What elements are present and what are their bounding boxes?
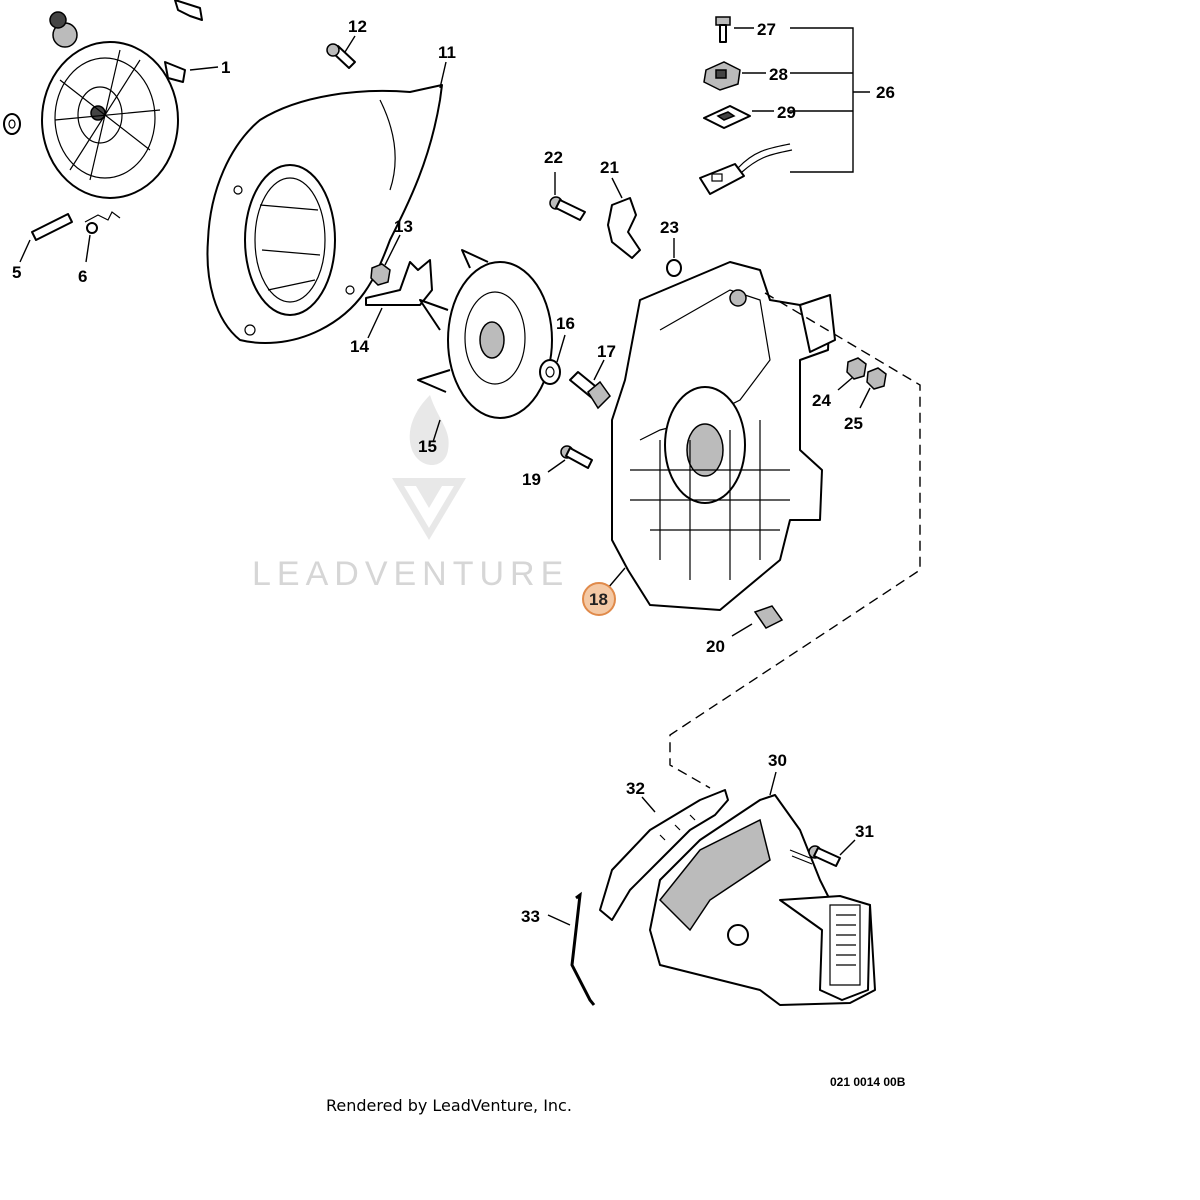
watermark-v-mark: [392, 478, 466, 540]
callout-21[interactable]: 21: [600, 158, 619, 177]
part-15-fan-wheel[interactable]: [417, 249, 553, 419]
part-29-plate[interactable]: [703, 105, 751, 129]
callout-18-highlight[interactable]: [582, 582, 616, 616]
callout-31[interactable]: 31: [855, 822, 874, 841]
part-16-washer[interactable]: [539, 359, 561, 385]
callout-15[interactable]: 15: [418, 437, 437, 456]
callout-17[interactable]: 17: [597, 342, 616, 361]
watermark-flame-mark: [409, 395, 449, 465]
callout-13[interactable]: 13: [394, 217, 413, 236]
part-22-screw[interactable]: [549, 196, 586, 221]
callout-11[interactable]: 11: [438, 43, 456, 62]
part-left-washer: [3, 113, 21, 135]
bracket-26: [790, 27, 870, 173]
callout-32[interactable]: 32: [626, 779, 645, 798]
leadventure-watermark: LEADVENTURE: [252, 395, 569, 593]
part-25-nut[interactable]: [866, 367, 887, 390]
part-17-screw[interactable]: [569, 371, 611, 410]
part-33-rod[interactable]: [570, 891, 596, 1006]
drawing-code: 021 0014 00B: [830, 1075, 906, 1089]
watermark-text: LEADVENTURE: [252, 555, 569, 593]
callout-16[interactable]: 16: [556, 314, 575, 333]
callout-22[interactable]: 22: [544, 148, 563, 167]
part-13-nut[interactable]: [370, 263, 391, 286]
part-28-clip[interactable]: [703, 61, 741, 91]
part-32-trigger[interactable]: [599, 789, 729, 921]
part-31-screw[interactable]: [808, 845, 841, 867]
callout-18[interactable]: 18: [589, 590, 608, 609]
callout-20[interactable]: 20: [706, 637, 725, 656]
part-5-pin[interactable]: [31, 213, 73, 241]
part-24-nut[interactable]: [846, 357, 867, 380]
callout-30[interactable]: 30: [768, 751, 787, 770]
assembly-dashed-line: [669, 292, 921, 789]
callout-14[interactable]: 14: [350, 337, 369, 356]
part-26-ignition-lead[interactable]: [699, 143, 793, 195]
part-14-bracket[interactable]: [365, 259, 433, 306]
part-30-handle-housing[interactable]: [649, 794, 876, 1006]
callout-1[interactable]: 1: [221, 58, 230, 77]
part-12-screw[interactable]: [326, 43, 356, 69]
part-21-sensor[interactable]: [607, 197, 641, 259]
part-6-spring[interactable]: [84, 211, 121, 234]
callout-5[interactable]: 5: [12, 263, 21, 282]
callout-26[interactable]: 26: [876, 83, 895, 102]
callout-25[interactable]: 25: [844, 414, 863, 433]
callout-28[interactable]: 28: [769, 65, 788, 84]
callout-19[interactable]: 19: [522, 470, 541, 489]
part-27-screw[interactable]: [715, 16, 731, 43]
part-11-fan-housing[interactable]: [206, 84, 443, 344]
part-1-starter-cover[interactable]: [41, 0, 203, 199]
part-18-blower-housing[interactable]: [611, 261, 836, 611]
callout-29[interactable]: 29: [777, 103, 796, 122]
callout-24[interactable]: 24: [812, 391, 831, 410]
callout-23[interactable]: 23: [660, 218, 679, 237]
part-19-screw[interactable]: [560, 445, 593, 469]
callout-12[interactable]: 12: [348, 17, 367, 36]
callout-6[interactable]: 6: [78, 267, 87, 286]
callout-33[interactable]: 33: [521, 907, 540, 926]
callout-27[interactable]: 27: [757, 20, 776, 39]
part-20-block[interactable]: [753, 605, 784, 629]
part-23-washer[interactable]: [666, 259, 682, 277]
rendered-by-footer: Rendered by LeadVenture, Inc.: [326, 1096, 572, 1115]
